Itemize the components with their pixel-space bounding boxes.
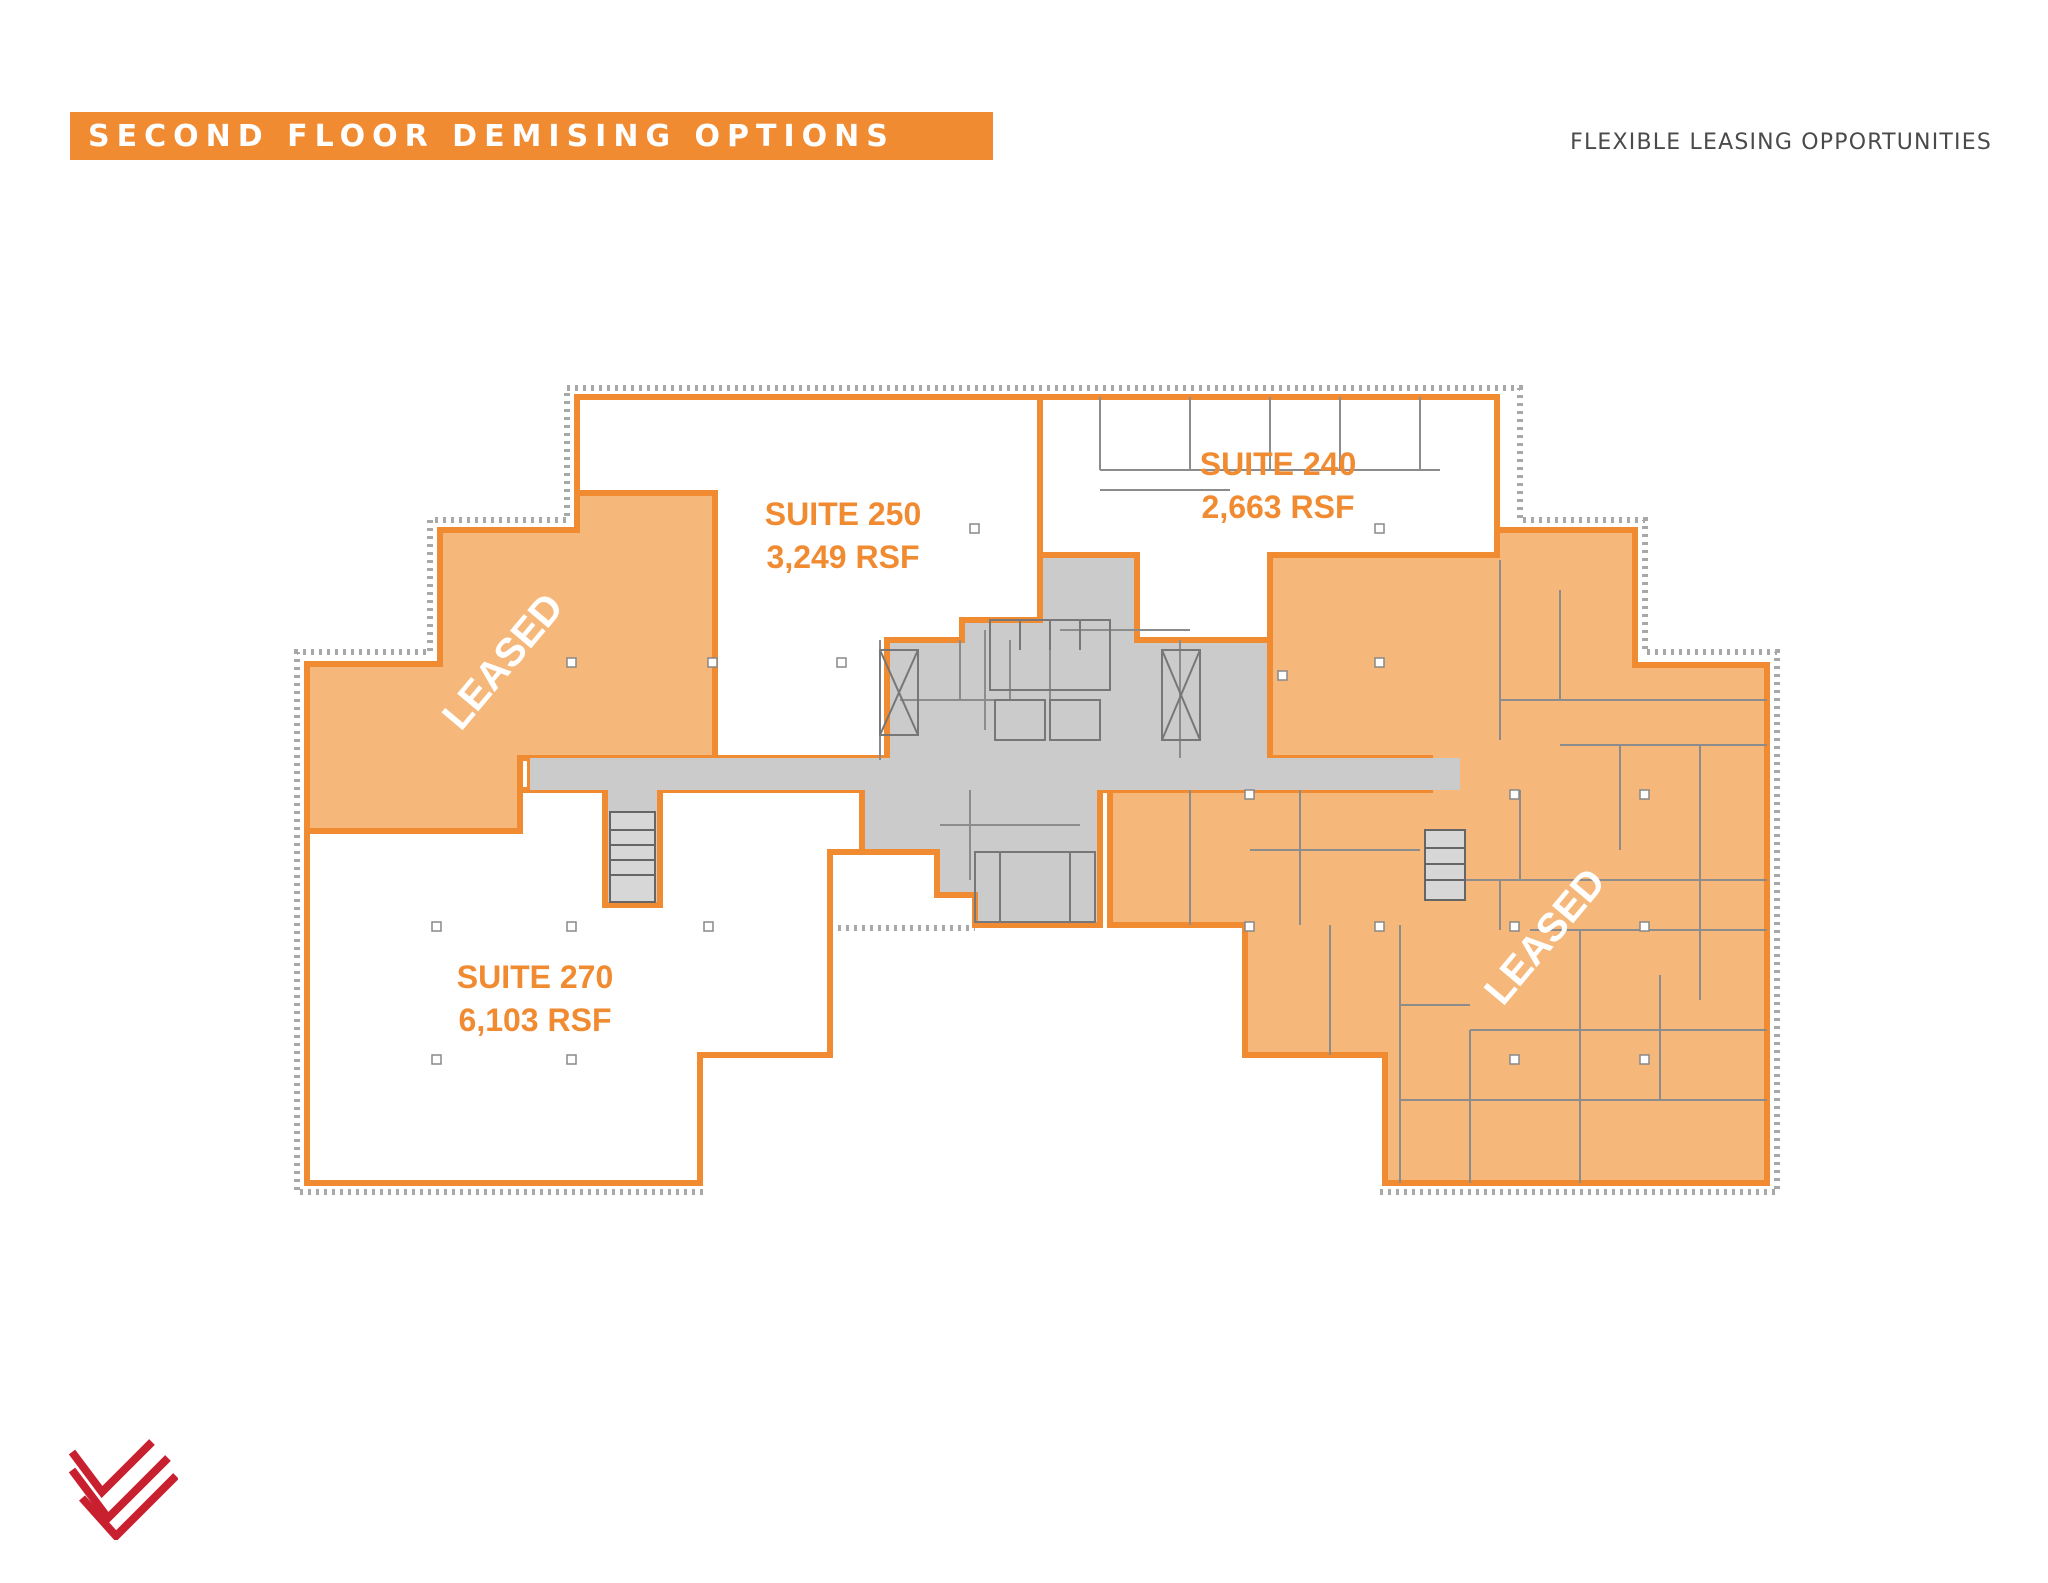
suite-240-area-text: 2,663 RSF (1202, 489, 1355, 525)
suite-240-name: SUITE 240 (1200, 446, 1357, 482)
lobby-entrance (974, 851, 1096, 923)
suite-250-name: SUITE 250 (765, 496, 922, 532)
page-title: SECOND FLOOR DEMISING OPTIONS (88, 118, 895, 154)
exterior-wall (294, 385, 1780, 1195)
stairs-east (1424, 829, 1466, 901)
stairs-west (609, 811, 656, 903)
suite-250-area-text: 3,249 RSF (767, 539, 920, 575)
suite-270-name: SUITE 270 (457, 959, 614, 995)
suite-270-label: SUITE 270 6,103 RSF (457, 959, 614, 1038)
interior-partitions (879, 397, 1767, 1183)
column-markers (431, 523, 1650, 1065)
restrooms (989, 619, 1111, 741)
title-banner: SECOND FLOOR DEMISING OPTIONS (70, 112, 993, 160)
suite-240-label: SUITE 240 2,663 RSF (1200, 446, 1357, 525)
main-corridor (530, 758, 1460, 790)
elevator-shafts (879, 649, 1201, 741)
suite-270-area-text: 6,103 RSF (459, 1002, 612, 1038)
page-subtitle: FLEXIBLE LEASING OPPORTUNITIES (1570, 130, 1992, 155)
suite-250-label: SUITE 250 3,249 RSF (765, 496, 922, 575)
chevron-logo-icon (68, 1439, 178, 1540)
